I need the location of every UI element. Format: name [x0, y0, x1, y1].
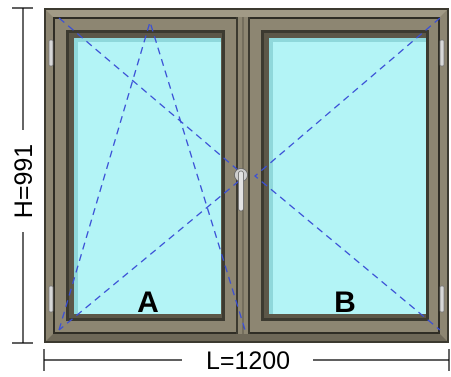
hinge-icon [48, 39, 54, 313]
glass-pane-b [269, 38, 426, 314]
glass-pane-a [74, 38, 221, 314]
height-label: H=991 [10, 144, 38, 218]
sash-b [248, 17, 440, 334]
width-label: L=1200 [206, 347, 290, 375]
hinge-icon [439, 39, 445, 313]
width-dimension [43, 349, 450, 371]
height-dimension [12, 7, 33, 344]
sash-b-label: B [334, 286, 356, 319]
sash-b-turn-lines [253, 17, 441, 331]
sash-a-label: A [137, 286, 159, 319]
sash-a [53, 17, 238, 334]
handle-icon [234, 168, 248, 212]
